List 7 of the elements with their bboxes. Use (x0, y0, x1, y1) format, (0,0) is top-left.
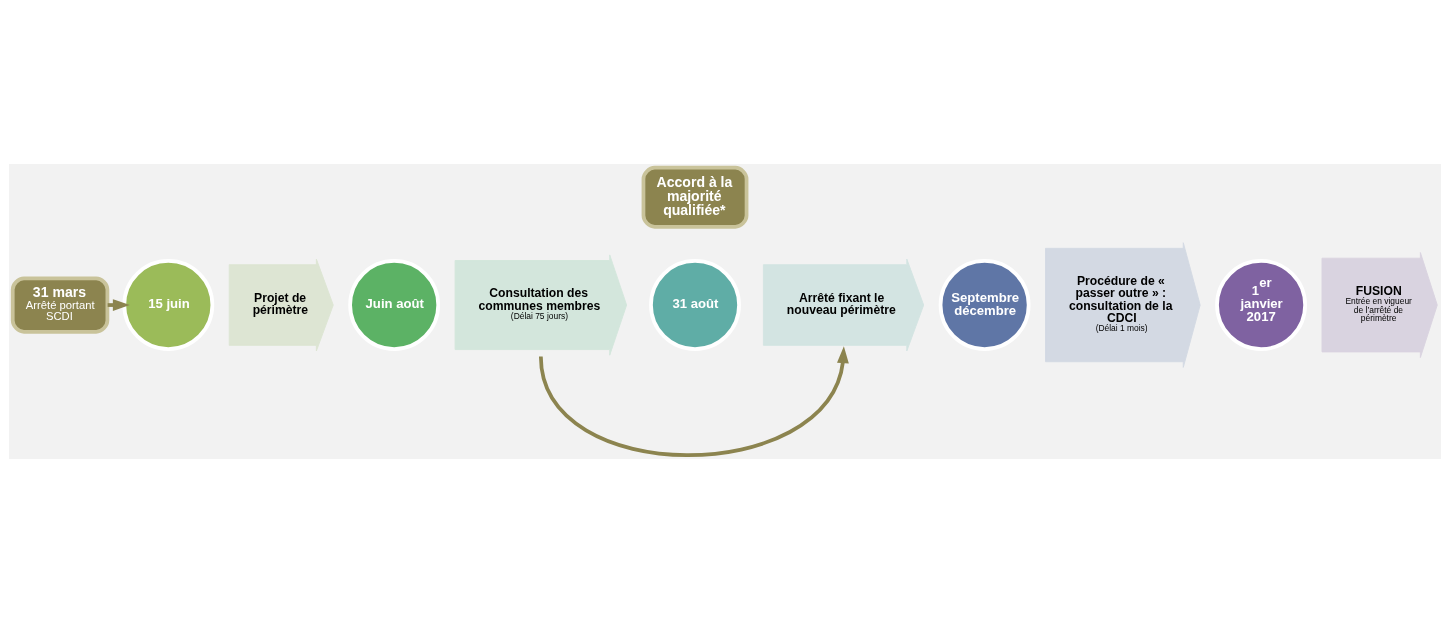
node-circle: Septembre décembre (938, 259, 1031, 351)
node-box: 31 mars Arrêté portant SCDI (10, 276, 110, 334)
node-circle: 15 juin (122, 259, 215, 351)
node-circle: Juin août (348, 259, 441, 351)
arrow (539, 346, 849, 458)
node-circle: 31 août (649, 259, 741, 351)
node-box: Accord à la majorité qualifiée* (641, 165, 749, 229)
